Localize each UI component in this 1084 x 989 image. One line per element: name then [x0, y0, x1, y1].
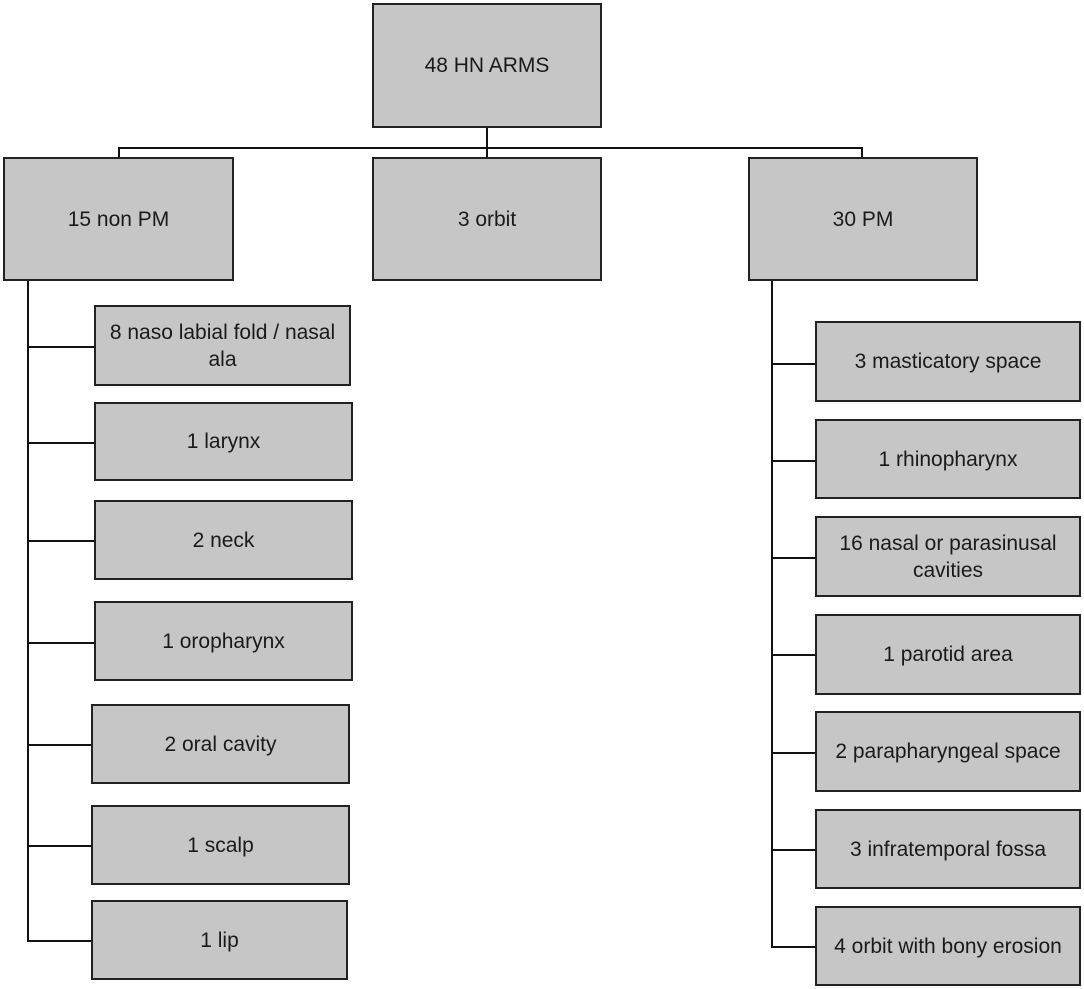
left-child-connector: [27, 744, 94, 746]
right-child-connector: [771, 460, 817, 462]
left-child-connector: [27, 540, 96, 542]
right-child-connector: [771, 363, 817, 365]
left-trunk-connector: [27, 280, 29, 941]
right-child-connector: [771, 946, 817, 948]
right-child-connector: [771, 752, 817, 754]
right-child-node: 1 parotid area: [815, 614, 1081, 695]
right-child-node: 2 parapharyngeal space: [815, 711, 1081, 792]
left-child-node: 1 lip: [91, 900, 348, 980]
node-pm: 30 PM: [748, 157, 978, 281]
middle-branch-connector: [486, 147, 488, 158]
left-child-connector: [27, 442, 96, 444]
right-trunk-connector: [771, 280, 773, 947]
right-child-connector: [771, 654, 817, 656]
right-child-connector: [771, 849, 817, 851]
left-branch-connector: [118, 147, 120, 158]
right-child-node: 4 orbit with bony erosion: [815, 906, 1081, 986]
root-stem-connector: [486, 127, 488, 148]
right-child-connector: [771, 557, 817, 559]
right-child-node: 16 nasal or parasinusal cavities: [815, 516, 1081, 597]
left-child-node: 2 oral cavity: [91, 704, 350, 784]
branch-bar-connector: [118, 147, 862, 149]
right-child-node: 3 infratemporal fossa: [815, 809, 1081, 889]
right-child-node: 1 rhinopharynx: [815, 419, 1081, 499]
left-child-connector: [27, 642, 96, 644]
right-child-node: 3 masticatory space: [815, 321, 1081, 402]
left-child-connector: [27, 845, 94, 847]
left-child-connector: [27, 940, 94, 942]
left-child-node: 2 neck: [94, 500, 353, 580]
node-orbit: 3 orbit: [372, 157, 602, 281]
left-child-node: 1 larynx: [94, 402, 353, 481]
left-child-node: 1 scalp: [91, 805, 350, 885]
right-branch-connector: [861, 147, 863, 158]
root-node: 48 HN ARMS: [372, 3, 602, 128]
left-child-node: 8 naso labial fold / nasal ala: [94, 305, 351, 386]
left-child-connector: [27, 346, 96, 348]
left-child-node: 1 oropharynx: [94, 601, 353, 681]
node-non-pm: 15 non PM: [3, 157, 234, 281]
